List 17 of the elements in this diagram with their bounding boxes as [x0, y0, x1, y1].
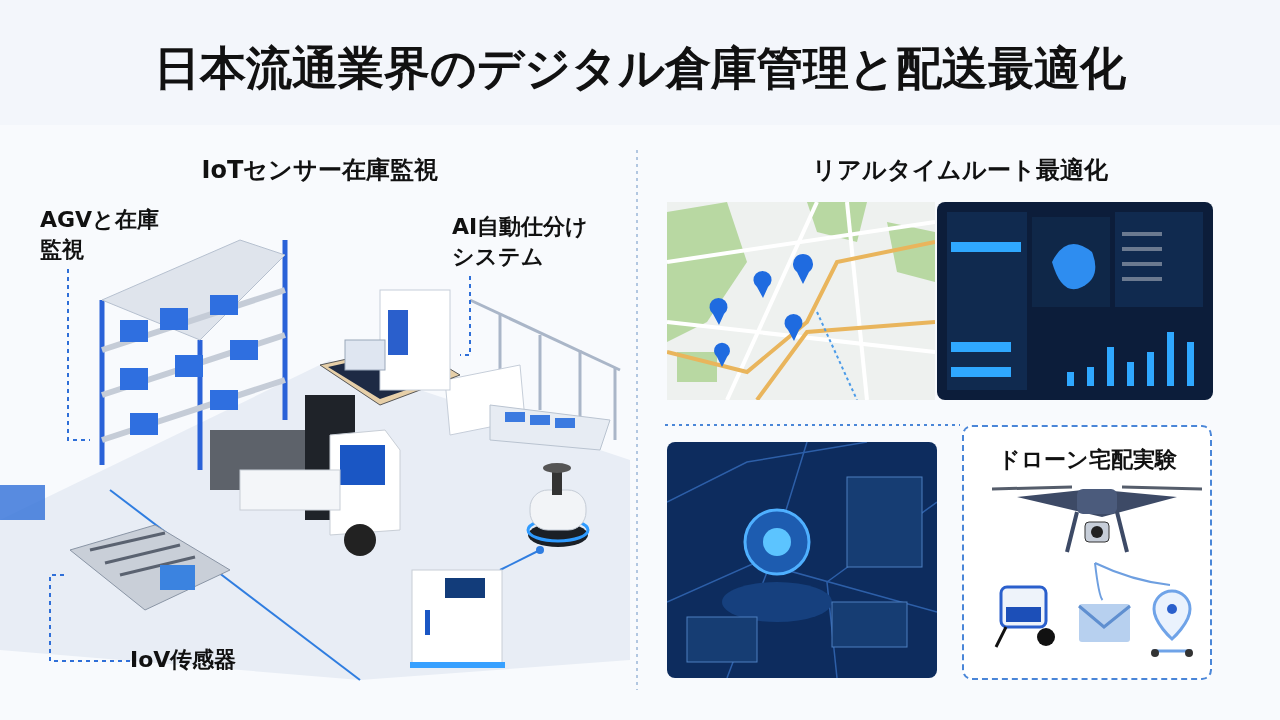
panel-heading: ドローン宅配実験: [996, 446, 1178, 474]
leader-line: [67, 268, 91, 441]
connector-line: [1094, 562, 1171, 586]
callout-label: AGVと在庫監視: [40, 205, 160, 269]
connector-line: [1094, 562, 1104, 601]
hologram-picture: [667, 442, 937, 678]
leader-line: [49, 574, 131, 662]
leader-line: [459, 275, 471, 356]
section-heading: リアルタイムルート最適化: [812, 155, 1108, 185]
dashboard-picture: [937, 202, 1213, 400]
envelope-picture: [1077, 602, 1132, 644]
title: 日本流通業界のデジタル倉庫管理と配送最適化: [153, 40, 1127, 97]
callout-label: IoV传感器: [130, 645, 280, 677]
map-picture: [667, 202, 935, 400]
drone-panel: [962, 425, 1212, 680]
section-heading: IoTセンサー在庫監視: [201, 155, 439, 185]
callout-label: AI自動仕分けシステム: [452, 212, 602, 276]
